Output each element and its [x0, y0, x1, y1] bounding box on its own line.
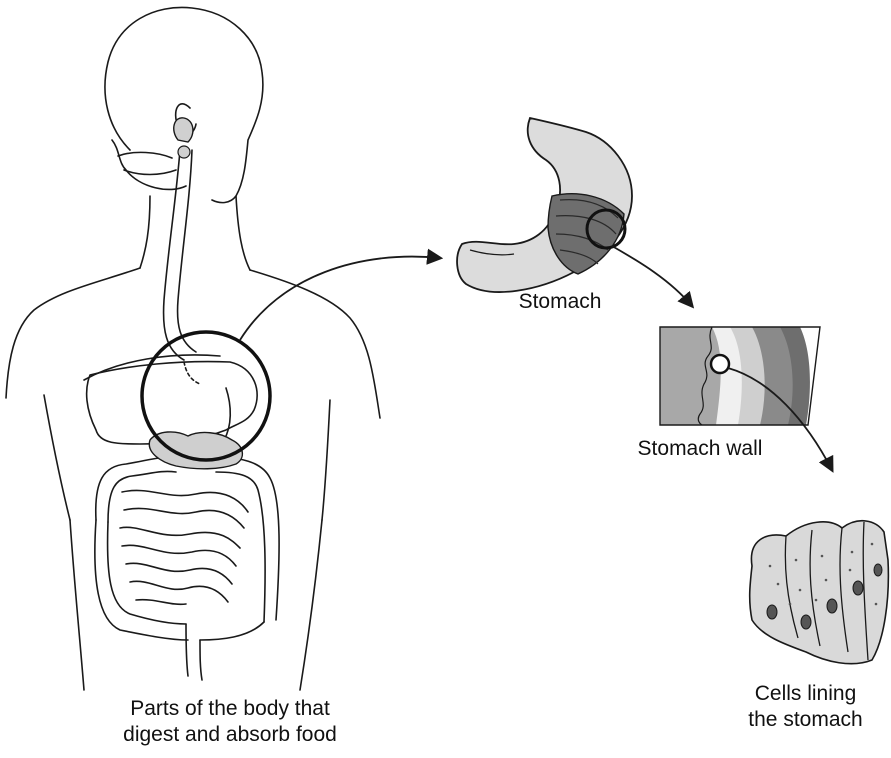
label-body-line1: Parts of the body that: [40, 696, 420, 722]
label-stomach-wall: Stomach wall: [600, 436, 800, 462]
label-cells-line2: the stomach: [720, 707, 891, 733]
label-cells-line1: Cells lining: [720, 681, 891, 707]
small-intestine: [120, 490, 248, 604]
large-intestine: [95, 457, 279, 680]
label-stomach: Stomach: [500, 289, 620, 315]
label-cells-lining: Cells lining the stomach: [720, 681, 891, 733]
arrow-body-to-stomach: [240, 257, 440, 340]
salivary-glands: [174, 118, 193, 158]
stomach-illustration: [457, 118, 632, 292]
zoom-circle-wall: [711, 355, 729, 373]
arrow-stomach-to-wall: [612, 246, 692, 306]
pancreas: [149, 432, 242, 469]
stomach-wall-illustration: [660, 327, 820, 425]
esophagus: [164, 150, 196, 360]
label-body-parts: Parts of the body that digest and absorb…: [40, 696, 420, 748]
stomach-lining-cells: [750, 521, 889, 664]
label-body-line2: digest and absorb food: [40, 722, 420, 748]
